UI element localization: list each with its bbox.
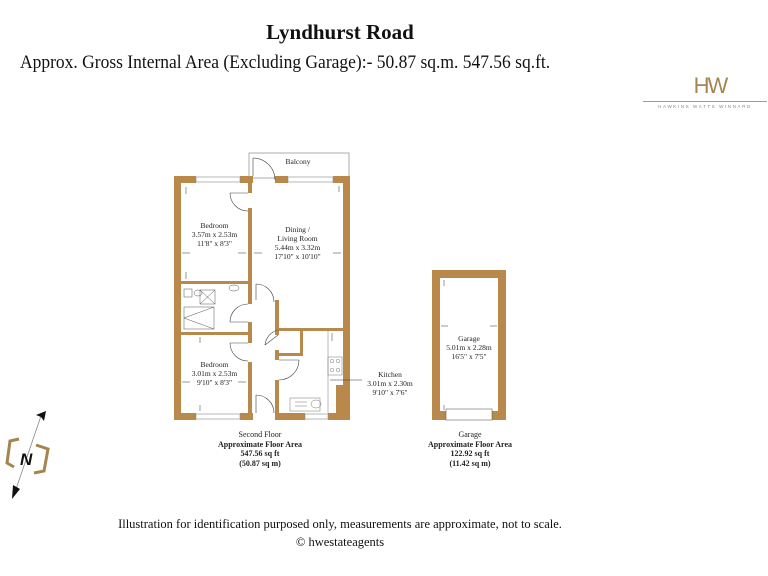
compass-label: N xyxy=(20,450,33,469)
copyright-text: © hwestateagents xyxy=(295,535,385,549)
logo-company-name: HAWKINS WATTS WINNARD xyxy=(658,104,752,109)
disclaimer-text: Illustration for identification purposed… xyxy=(118,517,562,531)
page-title: Lyndhurst Road xyxy=(266,20,414,44)
dining-living-room-label: Dining / Living Room 5.44m x 3.32m 17'10… xyxy=(274,225,321,261)
kitchen-label: Kitchen 3.01m x 2.30m 9'10" x 7'6" xyxy=(367,370,413,397)
garage-room-label: Garage 5.01m x 2.28m 16'5" x 7'5" xyxy=(446,334,492,361)
balcony-label: Balcony xyxy=(285,157,311,166)
north-arrow-icon: N xyxy=(5,411,50,499)
logo-mark: HW xyxy=(693,73,729,98)
gross-area-subtitle: Approx. Gross Internal Area (Excluding G… xyxy=(20,52,551,73)
bedroom-1-label: Bedroom 3.57m x 2.53m 11'8" x 8'3" xyxy=(191,221,238,248)
logo-divider xyxy=(643,101,767,102)
garage-caption: Garage Approximate Floor Area 122.92 sq … xyxy=(428,430,512,468)
bedroom-2-label: Bedroom 3.01m x 2.53m 9'10" x 8'3" xyxy=(191,360,238,387)
second-floor-caption: Second Floor Approximate Floor Area 547.… xyxy=(218,430,302,468)
